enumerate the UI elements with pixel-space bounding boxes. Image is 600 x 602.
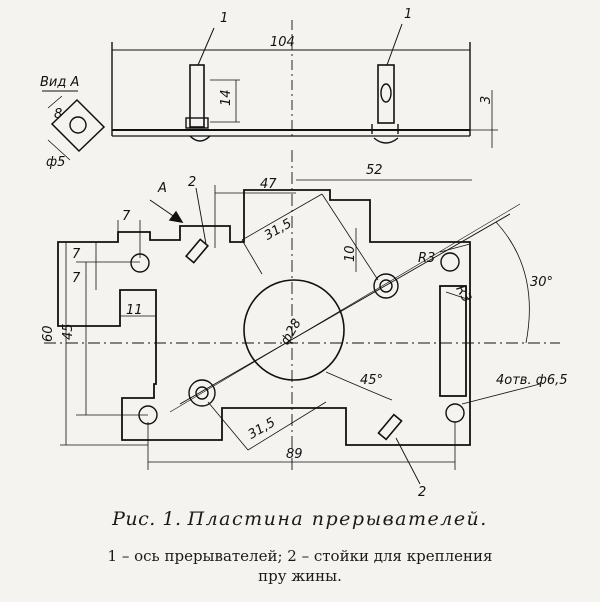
callout-2-top: 2 [188,175,196,190]
mounting-holes [130,252,465,425]
dim-d28: ф28 [278,316,305,347]
center-hole [243,279,345,381]
interrupter-bosses [188,273,399,407]
caption-title: Пластина прерывателей. [187,508,488,530]
dim-47: 47 [260,177,277,192]
dim-60: 60 [41,325,56,342]
dim-7-top: 7 [122,209,131,224]
holes-note: 4отв. ф6,5 [496,373,568,388]
side-view [111,20,498,148]
dim-3: 3 [479,96,494,104]
dim-r3-side: R3 [452,283,474,305]
callout-1-left: 1 [220,11,228,26]
dim-7-left-a: 7 [72,247,81,262]
dim-7-left-b: 7 [72,271,81,286]
plate-outline [57,189,471,446]
callout-1-right: 1 [404,7,412,22]
caption-prefix: Рис. 1. [112,508,182,530]
figure-caption: Рис. 1.Пластина прерывателей. [0,508,600,530]
view-a-label: Вид А [40,75,79,90]
figure-legend: 1 – ось прерывателей; 2 – стойки для кре… [0,546,600,586]
dim-52: 52 [366,163,383,178]
dim-45-left: 45 [61,323,76,340]
view-a-dim-8: 8 [54,107,62,122]
dim-30deg: 30° [530,275,553,290]
dim-10: 10 [343,245,358,262]
dim-104: 104 [270,35,295,50]
dim-14: 14 [219,89,234,106]
dim-31-5-upper: 31,5 [262,216,295,243]
view-a-detail [42,90,106,161]
dim-45deg: 45° [360,373,383,388]
callout-2-bottom: 2 [418,485,426,500]
spring-posts [184,238,403,441]
dim-89: 89 [286,447,303,462]
view-a-arrow-label: А [157,181,167,196]
legend-line-1: 1 – ось прерывателей; 2 – стойки для кре… [107,547,493,565]
view-a-dim-d5: ф5 [46,155,65,170]
legend-line-2: пру жины. [258,567,342,585]
dim-31-5-lower: 31,5 [246,415,279,442]
dim-r3-top: R3 [418,251,435,266]
dim-11: 11 [126,303,143,318]
